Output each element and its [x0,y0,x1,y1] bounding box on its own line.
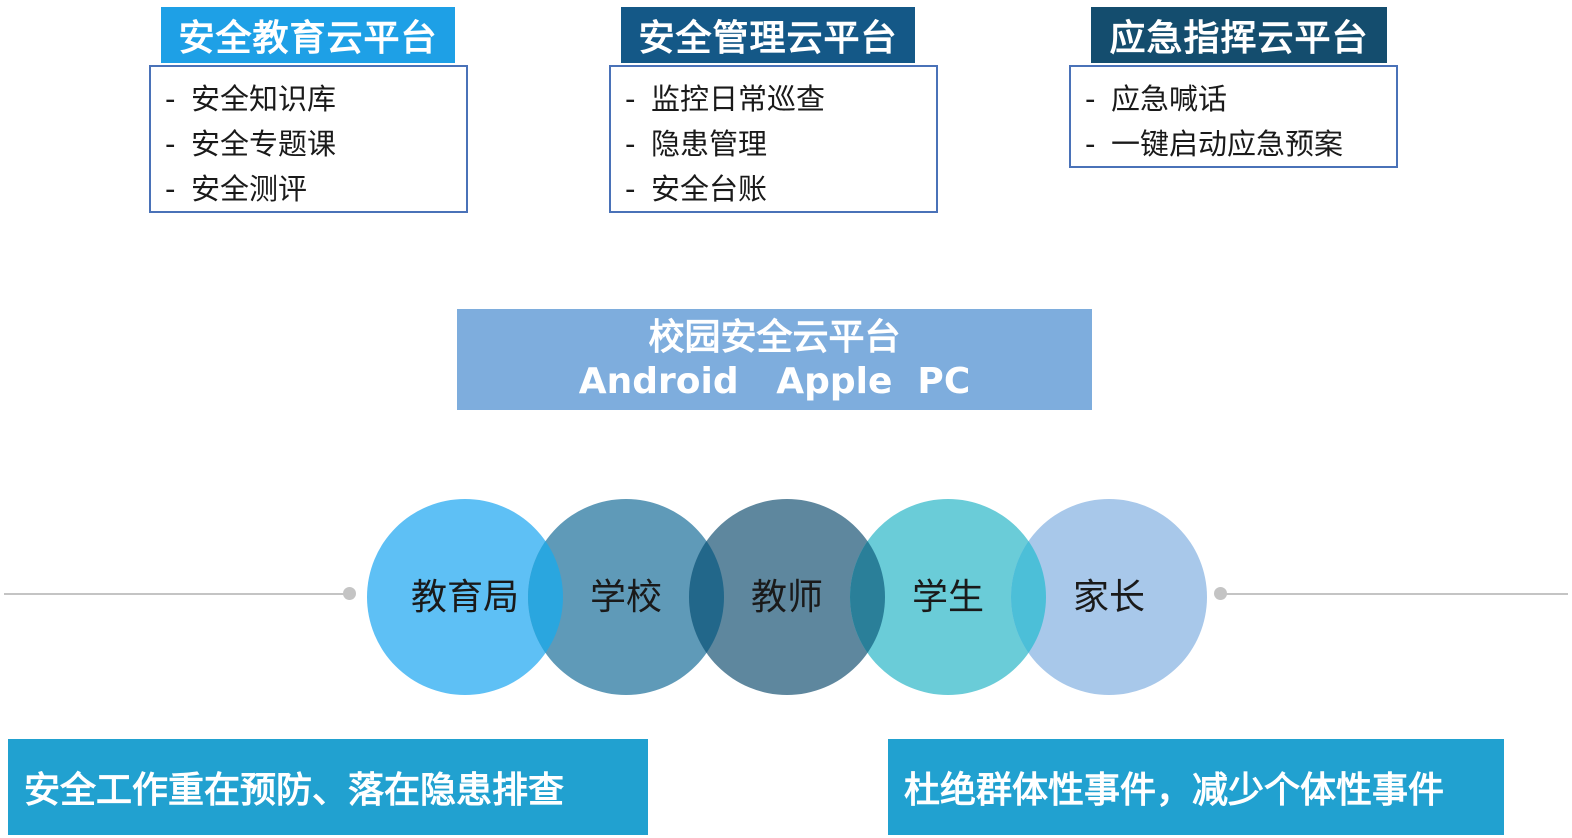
list-item: -应急喊话 [1085,82,1228,116]
right-connector-dot [1214,587,1227,600]
role-label-education-bureau: 教育局 [410,577,519,618]
role-label-parent: 家长 [1072,577,1145,618]
circle-teacher [689,499,885,695]
left-connector-line [4,593,350,595]
education-feature-list: -安全知识库 -安全专题课 -安全测评 [149,65,468,213]
platform-header-education: 安全教育云平台 [161,7,455,63]
list-item: -监控日常巡查 [625,82,826,116]
campus-safety-platform-box: 校园安全云平台 Android Apple PC [457,309,1092,410]
left-connector-dot [343,587,356,600]
management-feature-list: -监控日常巡查 -隐患管理 -安全台账 [609,65,938,213]
right-connector-line [1220,593,1568,595]
slogan-right: 杜绝群体性事件，减少个体性事件 [888,739,1504,835]
list-item: -安全台账 [625,172,768,206]
list-item: -一键启动应急预案 [1085,127,1344,161]
platform-header-management: 安全管理云平台 [621,7,915,63]
emergency-feature-list: -应急喊话 -一键启动应急预案 [1069,65,1398,168]
role-label-student: 学生 [911,577,984,618]
circle-student [850,499,1046,695]
center-platforms-subtitle: Android Apple PC [578,360,971,402]
slogan-left: 安全工作重在预防、落在隐患排查 [8,739,648,835]
list-item: -安全专题课 [165,127,337,161]
list-item: -隐患管理 [625,127,768,161]
circle-parent [1011,499,1207,695]
role-label-teacher: 教师 [750,577,823,618]
role-label-school: 学校 [589,577,662,618]
circle-education-bureau [367,499,563,695]
circle-school [528,499,724,695]
platform-header-emergency: 应急指挥云平台 [1091,7,1387,63]
center-title: 校园安全云平台 [648,316,901,358]
list-item: -安全测评 [165,172,308,206]
list-item: -安全知识库 [165,82,337,116]
